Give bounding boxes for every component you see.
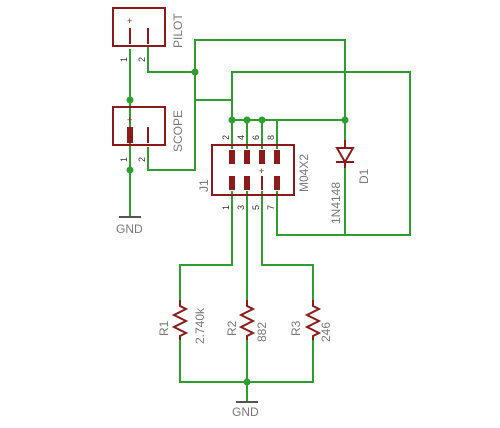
scope-connector[interactable]: + 1 2 SCOPE xyxy=(112,106,185,162)
junctions xyxy=(126,68,349,386)
j1-pin-top-label: 4 xyxy=(236,135,246,140)
resistor-r1[interactable]: R1 2.740k xyxy=(157,300,207,344)
wire-scope-pin2 xyxy=(147,71,196,171)
j1-pin-top-label: 8 xyxy=(266,135,276,140)
j1-pin-bottom-label: 7 xyxy=(266,205,276,210)
diode-ref-label: D1 xyxy=(357,168,371,184)
scope-name-label: SCOPE xyxy=(171,110,185,152)
j1-ref-label: J1 xyxy=(197,179,211,192)
resistor-ref-label: R3 xyxy=(289,320,303,336)
junction-dot xyxy=(341,116,349,124)
resistor-ref-label: R1 xyxy=(157,320,171,336)
diode-d1[interactable]: 1N4148 D1 xyxy=(329,140,371,224)
wire-pin1-r1 xyxy=(179,191,233,301)
resistor-value-label: 246 xyxy=(319,322,333,342)
resistor-r2[interactable]: R2 882 xyxy=(225,300,269,342)
resistor-value-label: 882 xyxy=(255,322,269,342)
pilot-pin2-label: 2 xyxy=(137,57,147,62)
wire-pilot-pin2 xyxy=(147,47,196,73)
diode-part-label: 1N4148 xyxy=(329,182,343,224)
resistor-value-label: 2.740k xyxy=(193,307,207,344)
wires xyxy=(129,39,411,401)
j1-pin-top-label: 6 xyxy=(251,135,261,140)
resistor-ref-label: R2 xyxy=(225,320,239,336)
j1-pin-bottom-label: 1 xyxy=(221,205,231,210)
pilot-pin1-label: 1 xyxy=(119,57,129,62)
junction-dot xyxy=(126,96,134,104)
ground-symbol-bottom: GND xyxy=(232,401,259,419)
wire-net-anode xyxy=(194,39,346,141)
pilot-name-label: PILOT xyxy=(171,13,185,48)
scope-pin1-label: 1 xyxy=(119,157,129,162)
junction-dot xyxy=(243,116,251,124)
j1-part-label: M04X2 xyxy=(297,154,311,192)
j1-plus-label: + xyxy=(259,166,264,176)
j1-pin-top-label: 2 xyxy=(221,135,231,140)
j1-header[interactable]: + 2 4 6 8 1 3 5 7 J1 M04X2 xyxy=(197,135,311,210)
ground-label: GND xyxy=(116,222,143,236)
junction-dot xyxy=(126,166,134,174)
pilot-connector[interactable]: + 1 2 PILOT xyxy=(112,7,185,62)
resistor-r3[interactable]: R3 246 xyxy=(289,300,333,342)
scope-plus-label: + xyxy=(127,115,132,125)
junction-dot xyxy=(243,378,251,386)
junction-dot xyxy=(191,68,199,76)
j1-pin-bottom-label: 5 xyxy=(251,205,261,210)
wire-pin5-r3 xyxy=(261,191,314,301)
wire-pin8-loop xyxy=(231,71,411,236)
ground-symbol-top: GND xyxy=(116,216,143,236)
pilot-plus-label: + xyxy=(127,16,132,26)
junction-dot xyxy=(228,116,236,124)
j1-pin-bottom-label: 3 xyxy=(236,205,246,210)
junction-dot xyxy=(258,116,266,124)
scope-pin2-label: 2 xyxy=(137,157,147,162)
wire-pin7 xyxy=(276,191,346,236)
ground-label: GND xyxy=(232,405,259,419)
